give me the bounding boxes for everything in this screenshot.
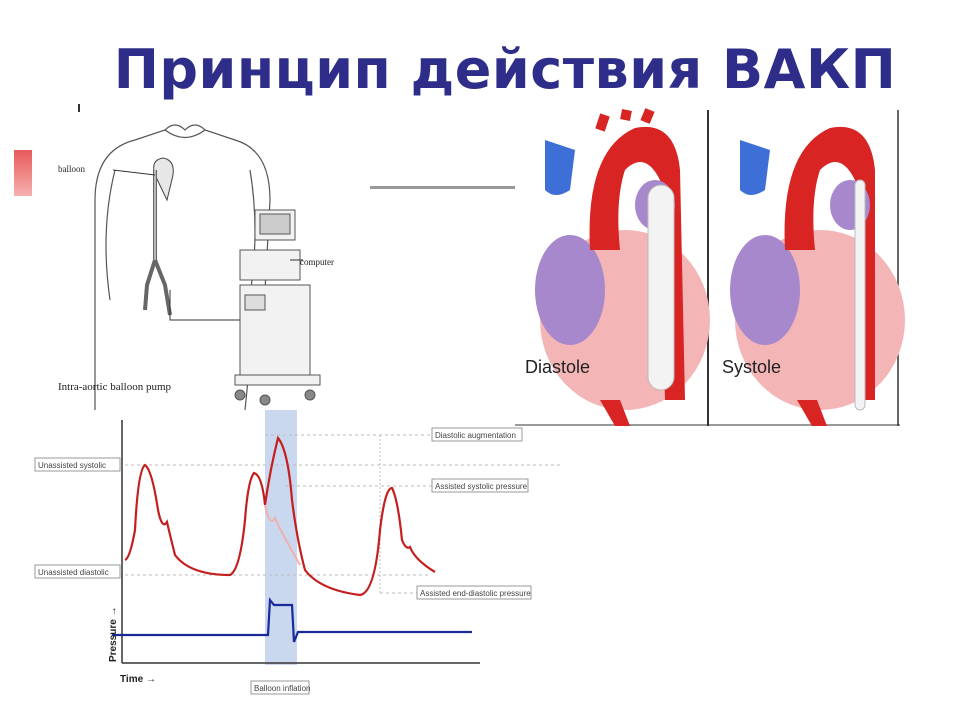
balloon-label: balloon [58,164,85,174]
svg-text:Unassisted diastolic: Unassisted diastolic [38,568,109,577]
y-axis-label: Pressure → [108,606,119,662]
pump-caption: Intra-aortic balloon pump [58,381,172,393]
systole-heart: Systole [722,126,905,426]
balloon-inflation-band [265,410,297,665]
annotation-assisted-end-diastolic: Assisted end-diastolic pressure [416,585,532,600]
annotation-balloon-inflation: Balloon inflation [250,680,310,695]
aorta-vessel [143,170,157,311]
annotation-unassisted-systolic: Unassisted systolic [34,457,121,472]
annotation-assisted-systolic: Assisted systolic pressure [431,478,529,493]
annotation-diastolic-augmentation: Diastolic augmentation [431,427,523,442]
balloon-signal-trace [112,597,472,643]
slide-title: Принцип действия ВАКП [113,38,897,101]
svg-text:Balloon inflation: Balloon inflation [254,684,310,693]
svg-text:Assisted systolic pressure: Assisted systolic pressure [435,482,528,491]
unassisted-trace [264,504,301,566]
svg-text:Diastolic augmentation: Diastolic augmentation [435,431,516,440]
svg-text:Unassisted systolic: Unassisted systolic [38,461,106,470]
accent-tick [78,104,80,112]
diastole-heart: Diastole [525,108,710,426]
accent-bar [14,150,32,196]
diastole-label: Diastole [525,357,590,377]
torso-outline [94,124,271,411]
x-axis-label: Time → [120,674,156,685]
annotation-unassisted-diastolic: Unassisted diastolic [34,564,121,579]
pump-console [234,209,321,406]
computer-label: computer [300,257,334,267]
pump-illustration: balloon computer Intra-aortic balloon pu… [58,124,334,411]
svg-text:Assisted end-diastolic pressur: Assisted end-diastolic pressure [420,589,531,598]
divider-rule [370,186,522,189]
pressure-waveform-chart: Unassisted systolic Unassisted diastolic… [34,410,560,695]
heart-panels: Diastole Systole [515,108,905,426]
pressure-trace [124,435,436,597]
systole-label: Systole [722,357,781,377]
heart-drawing [153,157,174,202]
